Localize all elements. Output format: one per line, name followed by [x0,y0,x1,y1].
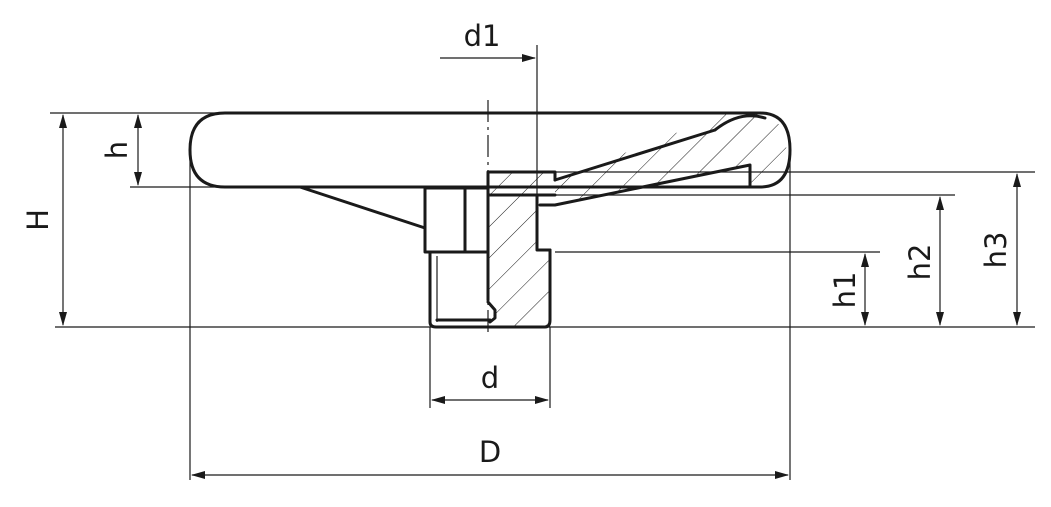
label-D: D [479,435,501,469]
spoke-left-lower [298,185,427,230]
rim-step [538,163,752,207]
keyway-detail [486,300,497,324]
label-h3: h3 [979,232,1013,269]
extension-lines [50,45,1035,480]
rim-inner-groove [713,114,767,132]
hub-section [488,172,555,327]
section-hatching [488,111,787,327]
hub-left [423,186,490,254]
label-d: d [481,361,499,395]
label-d1: d1 [464,19,501,53]
dimension-labels: d1 H h h1 h2 h3 d D [21,19,1013,469]
spoke-section [555,111,787,205]
label-h: h [100,141,134,159]
dimension-lines [59,54,1021,479]
label-h2: h2 [903,244,937,281]
label-h1: h1 [828,272,862,309]
label-H: H [21,209,55,231]
